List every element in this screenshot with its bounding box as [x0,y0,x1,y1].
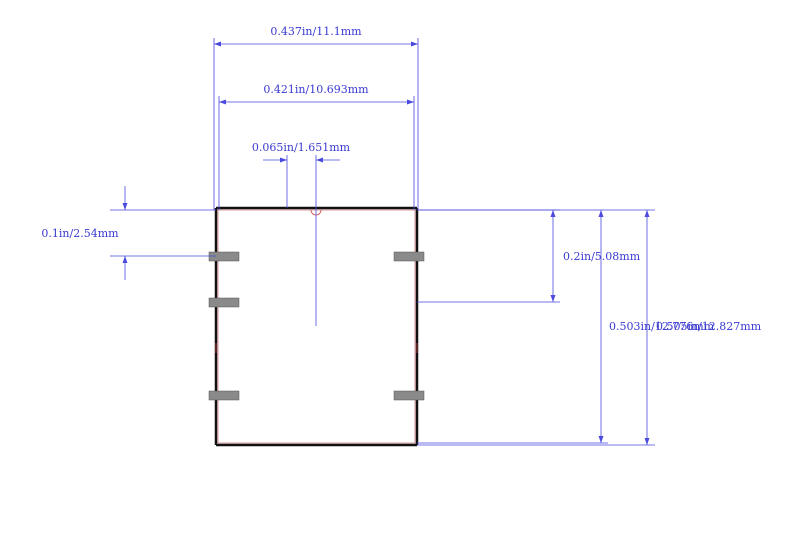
dim-pin-width: 0.065in/1.651mm [252,141,351,326]
pin-2 [208,297,240,308]
component-body [214,206,419,447]
overall-width-label: 0.437in/11.1mm [270,25,362,38]
dim-body-height: 0.503in/12.776mm 0.505in/12.827mm [417,209,762,446]
pin-span-label: 0.421in/10.693mm [263,83,369,96]
right-pins [393,251,425,401]
dim-pin-span: 0.421in/10.693mm [218,83,415,210]
dim-pin-pitch: 0.1in/2.54mm [41,186,216,280]
pin-width-label: 0.065in/1.651mm [252,141,351,154]
pin-3 [208,390,240,401]
dim-pin-group-pitch: 0.2in/5.08mm [417,209,641,303]
pin-group-pitch-label: 0.2in/5.08mm [563,250,641,263]
pin-1 [208,251,240,262]
body-height-b-label: 0.505in/12.827mm [656,320,762,333]
body-inner-outline [217,209,416,444]
pin-pitch-label: 0.1in/2.54mm [41,227,119,240]
pin-6 [393,251,425,262]
dim-overall-width: 0.437in/11.1mm [213,25,419,210]
left-pins [208,251,240,401]
body-height-a-label: 0.503in/12.776mm [609,320,715,333]
pin-4 [393,390,425,401]
